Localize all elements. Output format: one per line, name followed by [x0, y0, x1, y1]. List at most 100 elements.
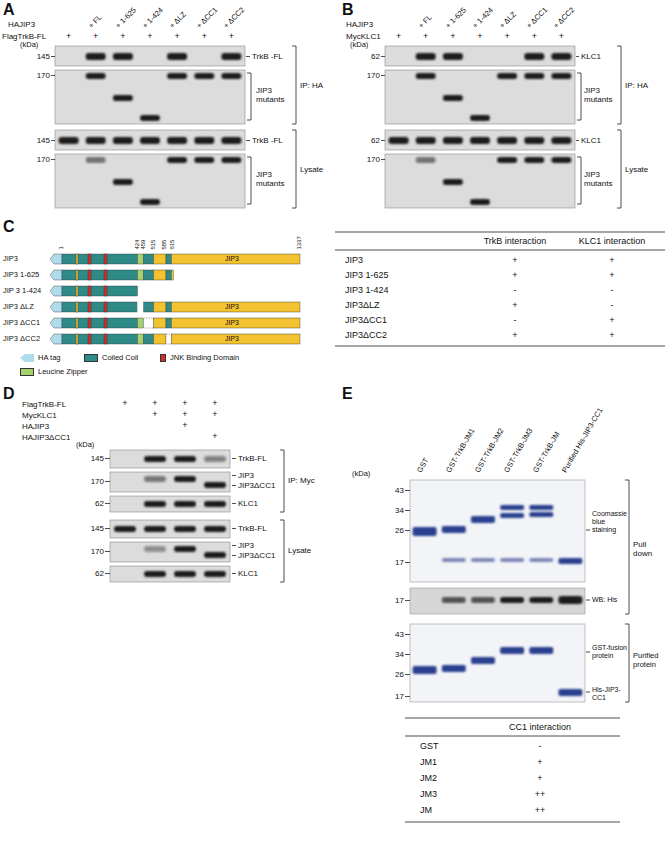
residue-number: 459: [140, 240, 147, 250]
legend-label: JNK Binding Domain: [170, 353, 239, 363]
figure-shape: [194, 137, 214, 144]
figure-shape: [55, 46, 245, 66]
figure-shape: [144, 318, 154, 328]
figure-shape: [470, 137, 490, 144]
figure-shape: [144, 571, 166, 577]
size-marker: 43: [395, 630, 404, 639]
band-label: JIP3: [238, 541, 254, 550]
figure-shape: [62, 318, 137, 328]
figure-shape: [389, 137, 409, 144]
figure-shape: [167, 73, 187, 79]
figure-shape: [137, 318, 143, 328]
figure-shape: [110, 472, 230, 492]
bands-panel-a: [59, 53, 242, 205]
size-marker: 145: [37, 52, 50, 61]
figure-shape: [154, 254, 166, 264]
panel-letter: A: [3, 1, 15, 19]
figure-shape: [232, 545, 236, 546]
plus-sign: +: [212, 431, 217, 441]
figure-shape: [524, 73, 544, 79]
figure-shape: [617, 130, 621, 208]
figure-shape: [471, 597, 495, 603]
table-cell: +: [609, 330, 614, 340]
figure-shape: [174, 501, 196, 507]
plus-sign: +: [450, 31, 455, 41]
condition-label: FlagTrkB-FL: [2, 32, 46, 41]
table-cell: -: [514, 315, 517, 325]
figure-shape: [105, 551, 110, 552]
figure-shape: [104, 302, 107, 312]
blot-panel-b: [385, 46, 575, 208]
table-cell: ++: [535, 805, 546, 815]
figure-shape: [405, 696, 410, 697]
table-cell: GST: [420, 741, 439, 751]
figure-shape: [416, 157, 436, 163]
figure-shape: [110, 566, 230, 582]
figure-shape: [416, 73, 436, 79]
figure-shape: [76, 334, 78, 344]
figure-shape: [144, 302, 154, 312]
figure-shape: [204, 552, 226, 558]
plus-sign: +: [202, 31, 207, 41]
figure-shape: [114, 526, 136, 532]
figure-shape: [617, 46, 621, 124]
table-cell: JM2: [420, 773, 437, 783]
figure-shape: [51, 159, 55, 160]
band-label: Coomassie blue staining: [592, 510, 628, 534]
size-marker: 62: [95, 499, 104, 508]
construct-name: JIP3: [3, 255, 18, 264]
marks-panel-a: [51, 46, 296, 208]
plus-sign: +: [66, 31, 71, 41]
figure-shape: [174, 526, 196, 532]
table-rules: [335, 232, 665, 822]
figure-shape: [470, 115, 490, 121]
figure-shape: [105, 573, 110, 574]
group-label: Lysate: [625, 165, 648, 174]
band-label: TrkB-FL: [238, 454, 267, 463]
figure-shape: [62, 302, 137, 312]
marks-panel-b: [381, 46, 621, 208]
figure-shape: [50, 334, 62, 344]
figure-shape: [232, 458, 236, 459]
figure-shape: [204, 501, 226, 507]
group-label: Lysate: [300, 165, 323, 174]
size-marker: 62: [95, 569, 104, 578]
construct-name: JIP3 1-625: [3, 271, 39, 280]
figure-shape: [50, 302, 62, 312]
plus-sign: +: [504, 31, 509, 41]
figure-shape: [144, 526, 166, 532]
figure-shape: [405, 654, 410, 655]
figure-shape: [194, 157, 214, 163]
domain-label: JIP3: [225, 335, 239, 343]
figure-shape: [405, 634, 410, 635]
legend-swatch: [84, 354, 98, 362]
size-marker: 145: [37, 136, 50, 145]
residue-number: 615: [169, 240, 176, 250]
unit-label: (kDa): [76, 441, 94, 450]
group-label: IP: HA: [625, 81, 648, 90]
figure-shape: [137, 334, 143, 344]
figure-shape: [471, 558, 495, 562]
plus-sign: +: [152, 409, 157, 419]
lane-header: + FL: [417, 13, 434, 30]
figure-shape: [405, 822, 620, 823]
figure-shape: [51, 56, 55, 57]
size-marker: 145: [91, 454, 104, 463]
band-label: JIP3 mutants: [584, 170, 620, 188]
legend-label: HA tag: [38, 353, 61, 363]
figure-shape: [86, 73, 106, 79]
figure-shape: [167, 53, 187, 60]
wb-bands: [442, 596, 583, 604]
size-marker: 62: [371, 52, 380, 61]
table-cell: JIP3ΔLZ: [345, 300, 380, 310]
figure-shape: [154, 318, 166, 328]
figure-shape: [137, 270, 143, 280]
figure-shape: [625, 480, 629, 614]
figure-shape: [105, 503, 110, 504]
size-marker: 62: [371, 136, 380, 145]
table-cell: +: [609, 315, 614, 325]
figure-shape: [292, 130, 296, 208]
figure-shape: [232, 573, 236, 574]
size-marker: 170: [37, 155, 50, 164]
legend-label: Leucine Zipper: [38, 367, 88, 377]
